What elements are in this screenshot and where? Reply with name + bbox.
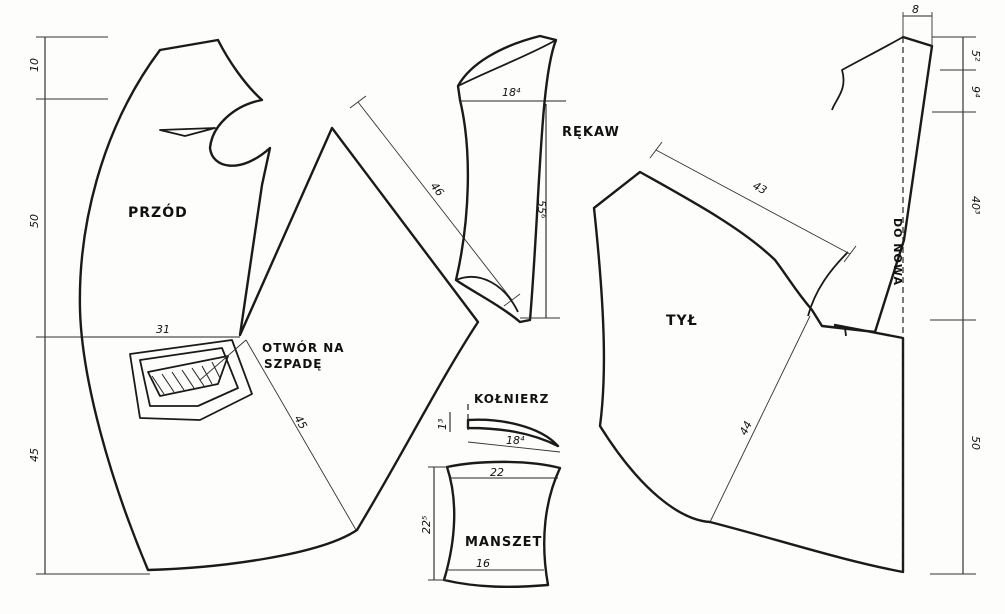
label-sleeve: RĘKAW xyxy=(562,125,620,140)
hole-slit xyxy=(147,355,229,397)
label-hole-line2: SZPADĘ xyxy=(264,357,322,371)
dim-front-diag-upper: 46 xyxy=(428,180,447,199)
dim-sleeve-top: 18⁴ xyxy=(502,86,521,99)
label-collar: KOŁNIERZ xyxy=(474,392,549,406)
front-dart xyxy=(159,127,216,137)
label-back: TYŁ xyxy=(666,313,698,329)
dim-front-top: 10 xyxy=(28,58,41,72)
sleeve-piece: 18⁴ 55⁶ RĘKAW xyxy=(454,34,620,324)
back-outline xyxy=(592,35,934,574)
dim-back-r1: 5² xyxy=(969,50,982,62)
back-armhole xyxy=(807,251,849,317)
collar-piece: 1³ 18⁴ KOŁNIERZ xyxy=(436,392,561,453)
dim-sleeve-length: 55⁶ xyxy=(535,200,548,219)
label-front: PRZÓD xyxy=(128,203,188,221)
dim-front-diag-lower: 45 xyxy=(291,413,309,432)
dim-back-r3: 40³ xyxy=(969,196,982,215)
hole-inner xyxy=(139,347,239,407)
dim-cuff-top: 22 xyxy=(490,466,504,479)
front-outline xyxy=(78,38,480,572)
back-piece: 8 5² 9⁴ 40³ 50 43 44 TYŁ DO NOWA xyxy=(592,3,982,575)
hole-hatching xyxy=(151,361,221,395)
dim-back-diag-upper: 43 xyxy=(751,179,769,197)
cuff-outline xyxy=(442,460,562,589)
dim-cuff-height: 22⁵ xyxy=(420,516,433,534)
sleeve-underarm xyxy=(455,275,519,313)
front-vertical-dimension: 10 50 45 xyxy=(28,36,150,575)
dim-front-upper: 50 xyxy=(28,214,41,228)
cuff-piece: 22 22⁵ 16 MANSZET xyxy=(420,460,562,589)
dim-back-diag-lower: 44 xyxy=(737,419,755,437)
label-cuff: MANSZET xyxy=(465,535,542,550)
dim-back-r4: 50 xyxy=(969,436,982,450)
collar-outline xyxy=(466,418,560,448)
label-fold: DO NOWA xyxy=(891,218,904,286)
back-side-notch xyxy=(821,325,847,337)
dim-back-r2: 9⁴ xyxy=(969,86,982,98)
hole-outer xyxy=(129,339,253,421)
dim-collar-length: 18⁴ xyxy=(506,434,525,447)
dim-front-width: 31 xyxy=(156,323,170,336)
dim-front-lower: 45 xyxy=(28,448,41,462)
sleeve-cap-line xyxy=(457,39,557,87)
back-neck-curve xyxy=(831,36,904,111)
front-piece: 31 46 45 PRZÓD OTWÓR NA SZPADĘ xyxy=(78,38,521,572)
dim-back-top: 8 xyxy=(912,3,919,16)
label-hole-line1: OTWÓR NA xyxy=(262,340,345,355)
sleeve-outline xyxy=(454,34,558,324)
dim-collar-height: 1³ xyxy=(436,418,449,430)
dim-cuff-bottom: 16 xyxy=(476,557,490,570)
